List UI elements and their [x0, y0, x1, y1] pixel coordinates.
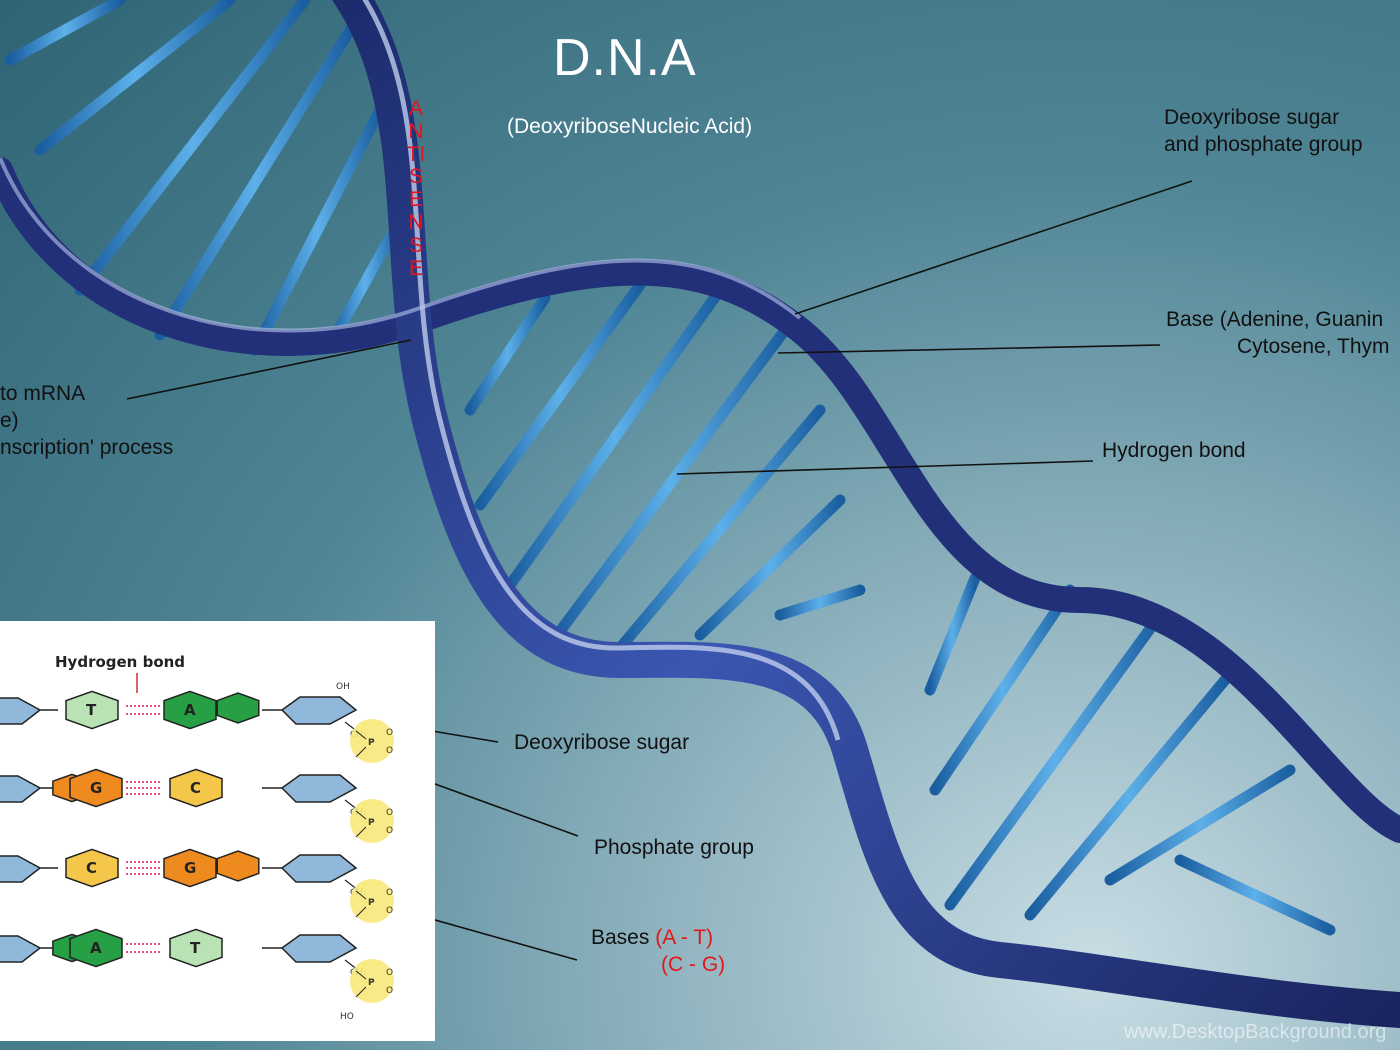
label-mrna-line1: to mRNA [0, 382, 86, 405]
sugar-left [0, 935, 42, 963]
label-bases: Bases (A - T) [591, 924, 713, 951]
phosphate-bond [355, 906, 367, 918]
base-left-label: G [90, 779, 102, 797]
base-right-label: T [190, 939, 201, 957]
phosphate-bond [355, 730, 367, 740]
base-left [69, 768, 123, 808]
base-right [169, 768, 223, 808]
molecule-structure: Hydrogen bond TACH₂GCCH₂CGCH₂ATCH₂ POOPO… [0, 653, 394, 1022]
backbone-strand-back [0, 157, 1400, 843]
label-bases-at: (A - T) [655, 926, 714, 949]
phosphate-p: P [368, 978, 375, 988]
diagram-subtitle: (DeoxyriboseNucleic Acid) [507, 115, 753, 138]
base-right-label: G [184, 859, 196, 877]
phosphate-p: P [368, 738, 375, 748]
base-right [163, 848, 217, 888]
base-left [65, 690, 119, 730]
base-left-label: C [86, 859, 97, 877]
base-left [69, 928, 123, 968]
strand-back-highlight [0, 157, 802, 333]
sugar-left [0, 775, 42, 803]
base-right [163, 690, 217, 730]
phosphate-o: O [386, 968, 393, 978]
base-right-label: C [190, 779, 201, 797]
phosphate-o: O [386, 808, 393, 818]
phosphate-o: O [386, 906, 393, 916]
label-base-line1: Base (Adenine, Guanin [1166, 308, 1384, 331]
label-hydrogen-bond: Hydrogen bond [1102, 439, 1246, 462]
sugar-right [280, 854, 358, 883]
base-pair-rows: TACH₂GCCH₂CGCH₂ATCH₂ [0, 690, 367, 978]
base-left-label: A [90, 939, 102, 957]
oh-label: OH [336, 682, 350, 692]
phosphate-bond [355, 810, 367, 820]
base-ring [216, 692, 260, 724]
phosphate-bond [355, 970, 367, 980]
diagram-title: D.N.A [553, 29, 697, 87]
label-deoxyribose-sugar: Deoxyribose sugar [514, 731, 690, 754]
label-sugar-phosphate-line2: and phosphate group [1164, 133, 1363, 156]
label-bases-cg: (C - G) [661, 953, 726, 976]
label-base-line2: Cytosene, Thym [1237, 335, 1390, 358]
phosphate-o: O [386, 728, 393, 738]
watermark: www.DesktopBackground.org [1124, 1021, 1387, 1043]
base-left-label: T [86, 701, 97, 719]
base-right [169, 928, 223, 968]
label-phosphate-group: Phosphate group [594, 836, 754, 859]
phosphate-p: P [368, 898, 375, 908]
molecule-inset: Hydrogen bond TACH₂GCCH₂CGCH₂ATCH₂ POOPO… [0, 621, 435, 1041]
phosphate-o: O [386, 826, 393, 836]
phosphate-bond [355, 890, 367, 900]
inset-heading: Hydrogen bond [55, 653, 185, 671]
phosphate-bond [355, 986, 367, 998]
base-ring [216, 850, 260, 882]
label-mrna-line3: nscription' process [0, 436, 174, 459]
phosphate-o: O [386, 746, 393, 756]
phosphate-p: P [368, 818, 375, 828]
base-right-label: A [184, 701, 196, 719]
sugar-right [280, 774, 358, 803]
sugar-left [0, 855, 42, 883]
phosphate-o: O [386, 986, 393, 996]
sugar-right [280, 934, 358, 963]
label-mrna-line2: e) [0, 409, 19, 432]
strand-highlight [362, 0, 841, 741]
base-pair-rungs [4, 0, 1336, 936]
phosphate-bond [355, 746, 367, 758]
sugar-left [0, 697, 42, 725]
antisense-label: ANTISENSE [406, 97, 426, 280]
phosphate-o: O [386, 888, 393, 898]
label-bases-prefix: Bases [591, 926, 656, 949]
sugar-right [280, 696, 358, 725]
label-sugar-phosphate-line1: Deoxyribose sugar [1164, 106, 1340, 129]
phosphate-bond [355, 826, 367, 838]
ho-label: HO [340, 1012, 354, 1022]
base-left [65, 848, 119, 888]
